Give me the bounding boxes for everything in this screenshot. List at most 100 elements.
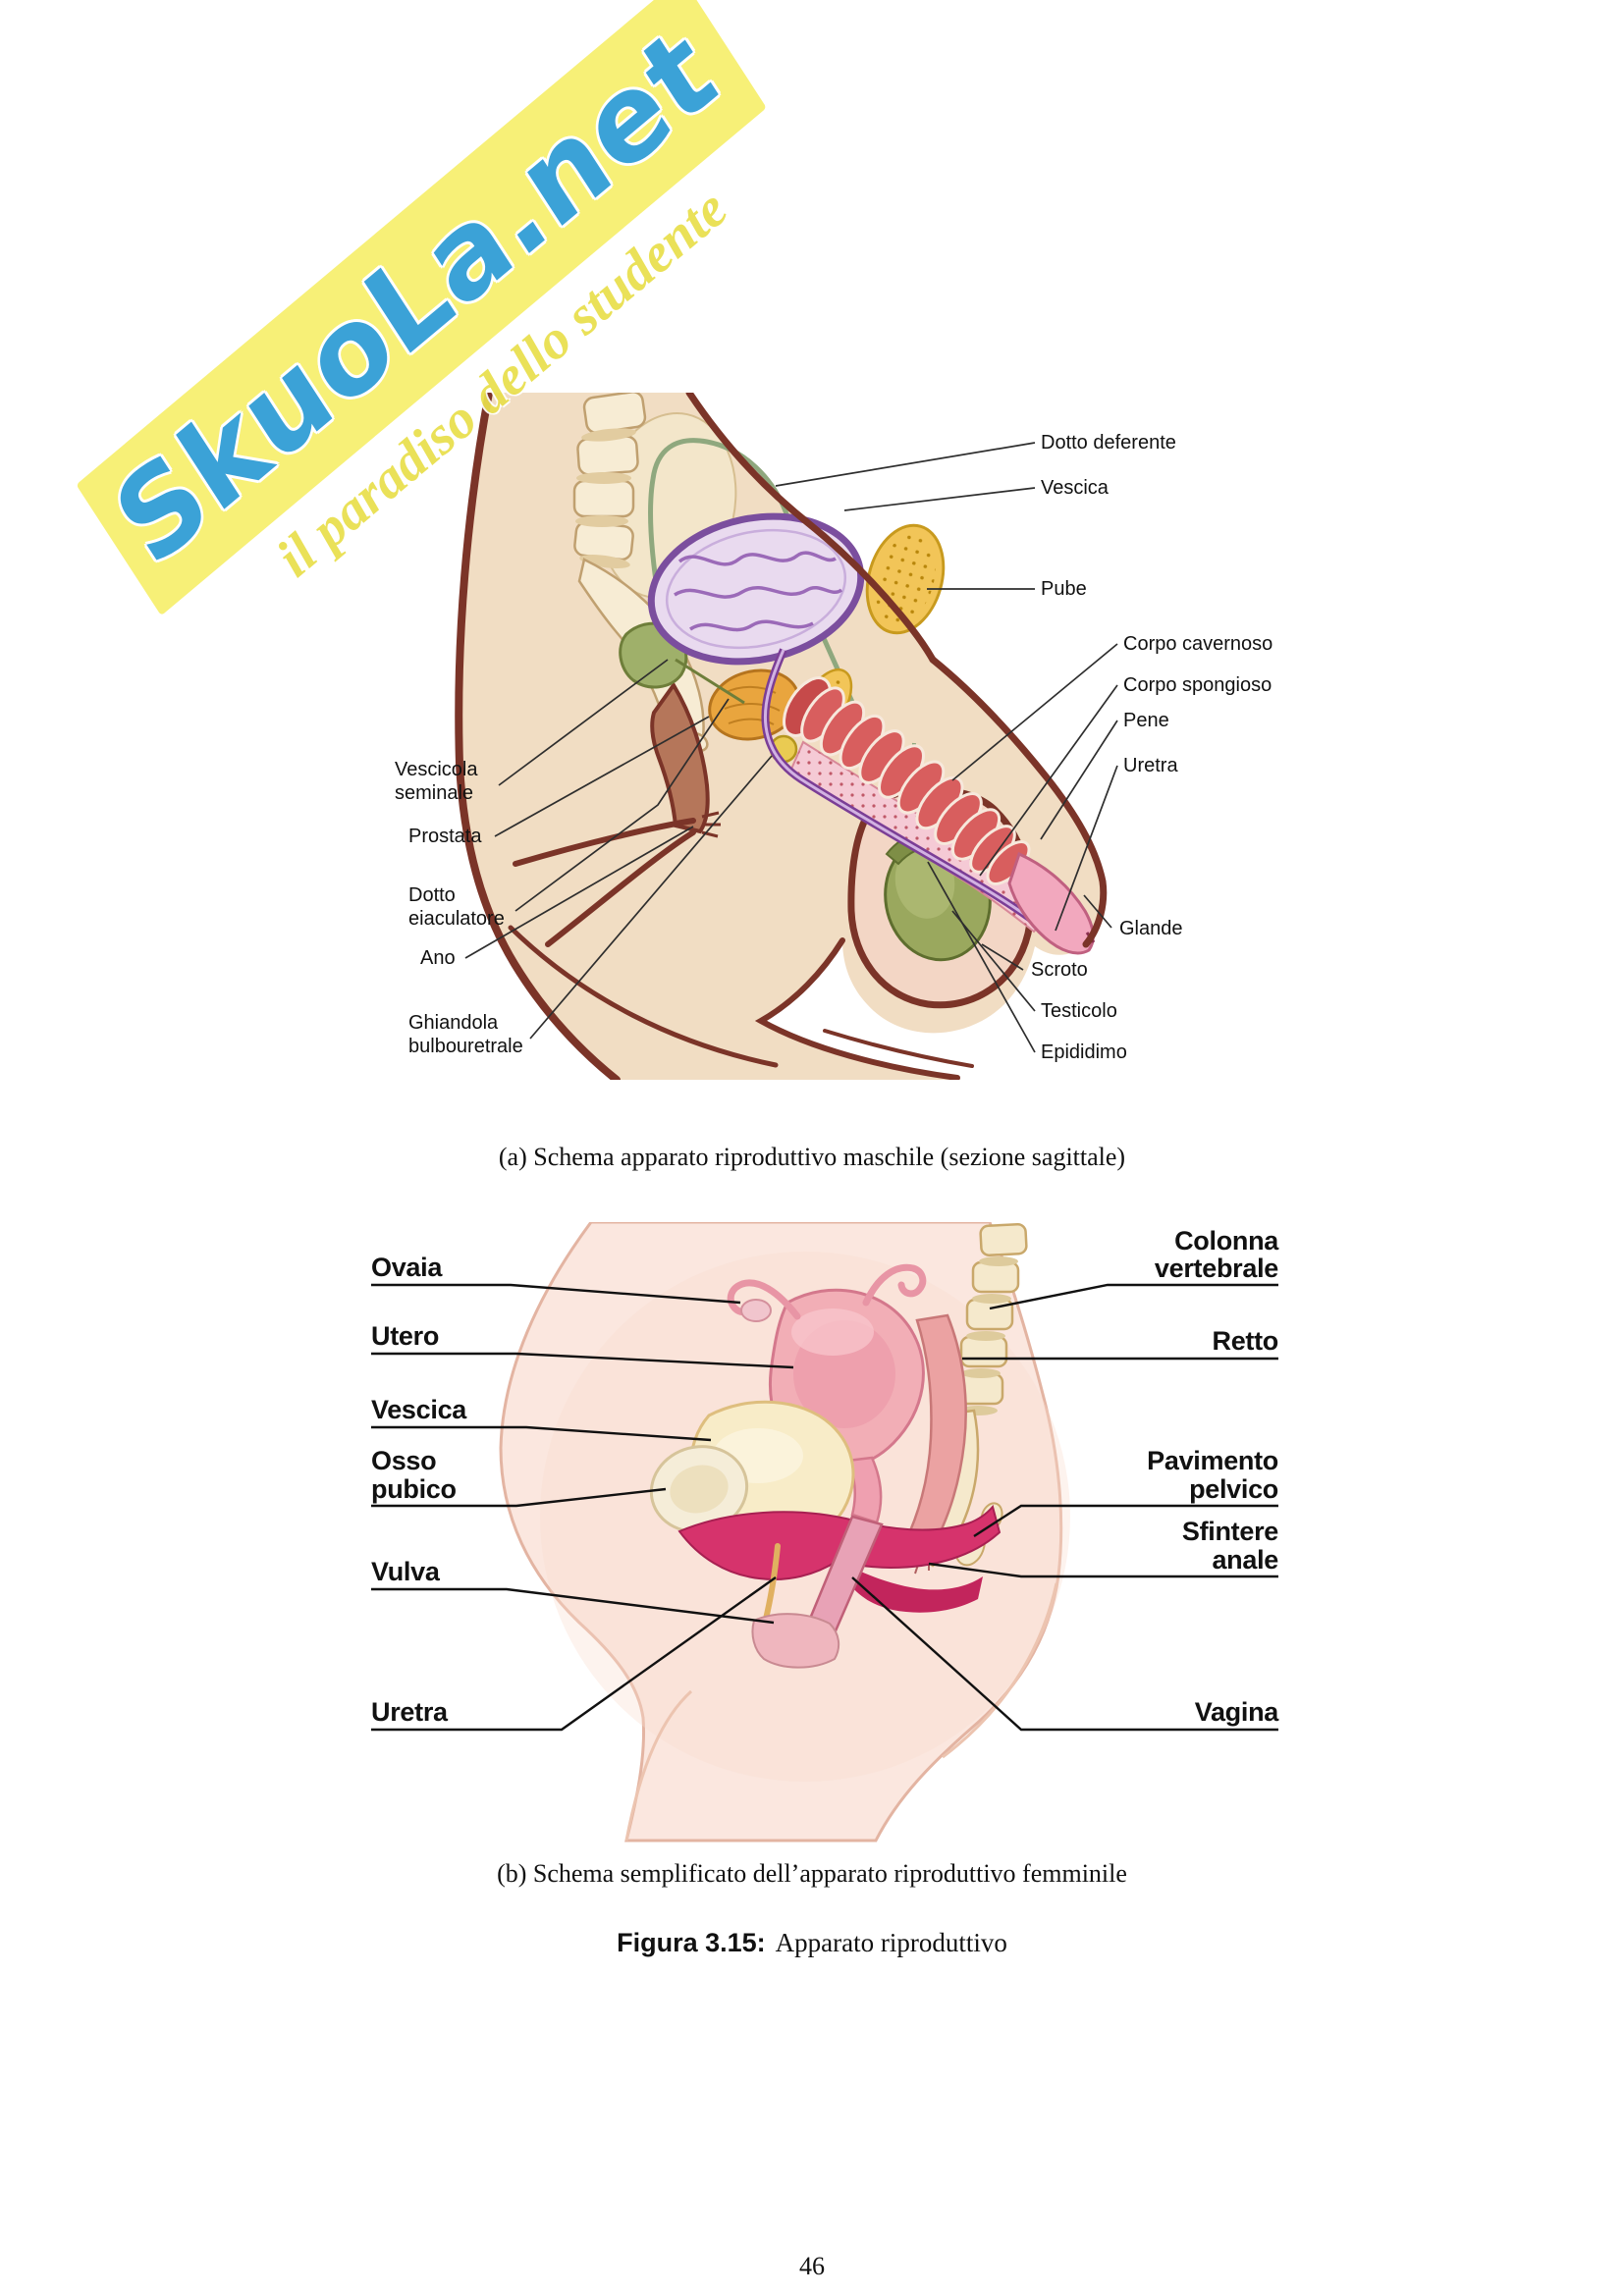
leader-dotto-eiaculatore bbox=[514, 698, 730, 912]
leader-vescica bbox=[371, 1425, 712, 1442]
page-number: 46 bbox=[799, 2252, 825, 2280]
prostate-texture-line bbox=[728, 718, 775, 725]
leader-scroto bbox=[981, 943, 1024, 971]
disc-shape bbox=[576, 472, 631, 484]
thigh-line bbox=[823, 1029, 974, 1068]
thigh-crease-line bbox=[624, 1689, 693, 1842]
label-vescica: Vescica bbox=[371, 1395, 467, 1424]
leader-prostata bbox=[494, 716, 710, 837]
corpus-spongiosum-texture bbox=[789, 742, 1052, 932]
label-vescicola-seminale-line2: seminale bbox=[395, 782, 473, 804]
pubic-bone-core bbox=[670, 1465, 729, 1514]
label-vulva: Vulva bbox=[371, 1557, 441, 1586]
label-osso-pubico-line2: pubico bbox=[371, 1474, 457, 1504]
crotch-thigh-outline bbox=[754, 937, 960, 1080]
leader-uretra bbox=[371, 1576, 777, 1732]
label-epididimo: Epididimo bbox=[1041, 1041, 1127, 1063]
buttock-crease-line bbox=[508, 925, 779, 1068]
leader-osso-pubico bbox=[371, 1487, 667, 1508]
label-dotto-eiaculatore-line1: Dotto bbox=[408, 884, 456, 906]
leader-pavimento-pelvico bbox=[973, 1504, 1278, 1538]
vertebra-shape bbox=[965, 1298, 1014, 1331]
figure-caption-title: Apparato riproduttivo bbox=[775, 1928, 1007, 1957]
label-vescica: Vescica bbox=[1041, 477, 1110, 499]
subfigure-b-caption: (b) Schema semplificato dell’apparato ri… bbox=[497, 1859, 1127, 1888]
pubic-bone-shape bbox=[649, 1445, 749, 1533]
leader-vescica bbox=[843, 487, 1036, 511]
label-glande: Glande bbox=[1119, 918, 1183, 939]
gluteal-cleft-lower bbox=[545, 829, 696, 947]
label-corpo-spongioso: Corpo spongioso bbox=[1123, 674, 1272, 696]
label-testicolo: Testicolo bbox=[1041, 1000, 1117, 1022]
label-sfintere-anale-line1: Sfintere bbox=[1182, 1517, 1278, 1546]
leader-testicolo bbox=[951, 910, 1036, 1012]
disc-shape bbox=[961, 1368, 1001, 1378]
label-corpo-cavernoso: Corpo cavernoso bbox=[1123, 633, 1272, 655]
label-dotto-deferente: Dotto deferente bbox=[1041, 432, 1176, 454]
vertebra-shape bbox=[572, 479, 635, 518]
vertebra-shape bbox=[573, 520, 634, 561]
leader-ghiandola-bulbouretrale bbox=[529, 755, 773, 1040]
male-reproductive-diagram: Dotto deferente Vescica Pube Corpo caver… bbox=[395, 393, 1272, 1080]
penis-outline bbox=[929, 656, 1108, 948]
leader-pene bbox=[1040, 720, 1118, 840]
ejaculatory-duct-path bbox=[675, 658, 745, 705]
label-pavimento-pelvico-line2: pelvico bbox=[1189, 1474, 1278, 1504]
vertebra-shape bbox=[971, 1260, 1020, 1294]
vertebra-shape bbox=[582, 393, 647, 434]
figure-caption: Figura 3.15:Apparato riproduttivo bbox=[0, 1928, 1624, 1958]
vertebra-shape bbox=[979, 1222, 1028, 1257]
label-ovaia: Ovaia bbox=[371, 1253, 443, 1282]
female-leader-lines bbox=[371, 1283, 1278, 1732]
label-retto: Retto bbox=[1213, 1326, 1279, 1356]
label-pavimento-pelvico-line1: Pavimento bbox=[1147, 1446, 1278, 1475]
bladder-texture-line bbox=[689, 619, 814, 632]
anus-tick bbox=[701, 830, 719, 838]
anus-marks bbox=[701, 811, 721, 838]
leader-vescicola-seminale bbox=[498, 659, 669, 786]
urethra-lumen bbox=[763, 649, 1052, 936]
leader-vulva bbox=[371, 1587, 775, 1625]
buttock-crease-line bbox=[942, 1582, 1058, 1759]
intervertebral-discs bbox=[958, 1256, 1018, 1415]
label-vagina: Vagina bbox=[1195, 1697, 1280, 1727]
label-uretra: Uretra bbox=[1123, 755, 1178, 776]
leader-uretra bbox=[1055, 765, 1118, 932]
ovary-shape bbox=[740, 1299, 772, 1322]
leader-glande bbox=[1083, 894, 1112, 929]
label-utero: Utero bbox=[371, 1321, 439, 1351]
anus-tick bbox=[701, 811, 720, 819]
male-leader-lines bbox=[464, 442, 1118, 1053]
label-prostata: Prostata bbox=[408, 826, 482, 847]
leader-corpo-spongioso bbox=[979, 684, 1118, 877]
label-pene: Pene bbox=[1123, 710, 1169, 731]
label-scroto: Scroto bbox=[1031, 959, 1088, 981]
pelvic-floor-deep-band bbox=[838, 1561, 983, 1613]
leader-vagina bbox=[851, 1576, 1278, 1732]
leader-corpo-cavernoso bbox=[951, 643, 1118, 781]
vulva-shape bbox=[751, 1613, 840, 1669]
label-ano: Ano bbox=[420, 947, 456, 969]
leader-utero bbox=[371, 1352, 794, 1369]
leader-ano bbox=[464, 826, 694, 959]
leader-ovaia bbox=[371, 1283, 741, 1305]
label-vescicola-seminale-line1: Vescicola bbox=[395, 759, 478, 780]
label-dotto-eiaculatore-line2: eiaculatore bbox=[408, 908, 505, 930]
label-uretra: Uretra bbox=[371, 1697, 449, 1727]
label-colonna-vertebrale-line1: Colonna bbox=[1174, 1226, 1279, 1255]
leader-colonna-vertebrale bbox=[989, 1283, 1278, 1310]
leader-dotto-deferente bbox=[775, 442, 1036, 487]
label-osso-pubico-line1: Osso bbox=[371, 1446, 436, 1475]
uterus-fundus-highlight bbox=[791, 1308, 874, 1356]
female-reproductive-diagram: Ovaia Utero Vescica Osso pubico Vulva Ur… bbox=[371, 1222, 1280, 1842]
fallopian-tube-right bbox=[862, 1263, 927, 1307]
gluteal-cleft-upper bbox=[513, 818, 696, 867]
vertebra-shape bbox=[576, 435, 639, 476]
label-sfintere-anale-line2: anale bbox=[1212, 1545, 1278, 1575]
label-ghiandola-bulbouretrale-line1: Ghiandola bbox=[408, 1012, 499, 1034]
subfigure-a-caption: (a) Schema apparato riproduttivo maschil… bbox=[498, 1143, 1126, 1171]
leader-sfintere-anale bbox=[928, 1562, 1278, 1578]
disc-shape bbox=[972, 1294, 1011, 1304]
vertebra-shape bbox=[959, 1335, 1008, 1368]
